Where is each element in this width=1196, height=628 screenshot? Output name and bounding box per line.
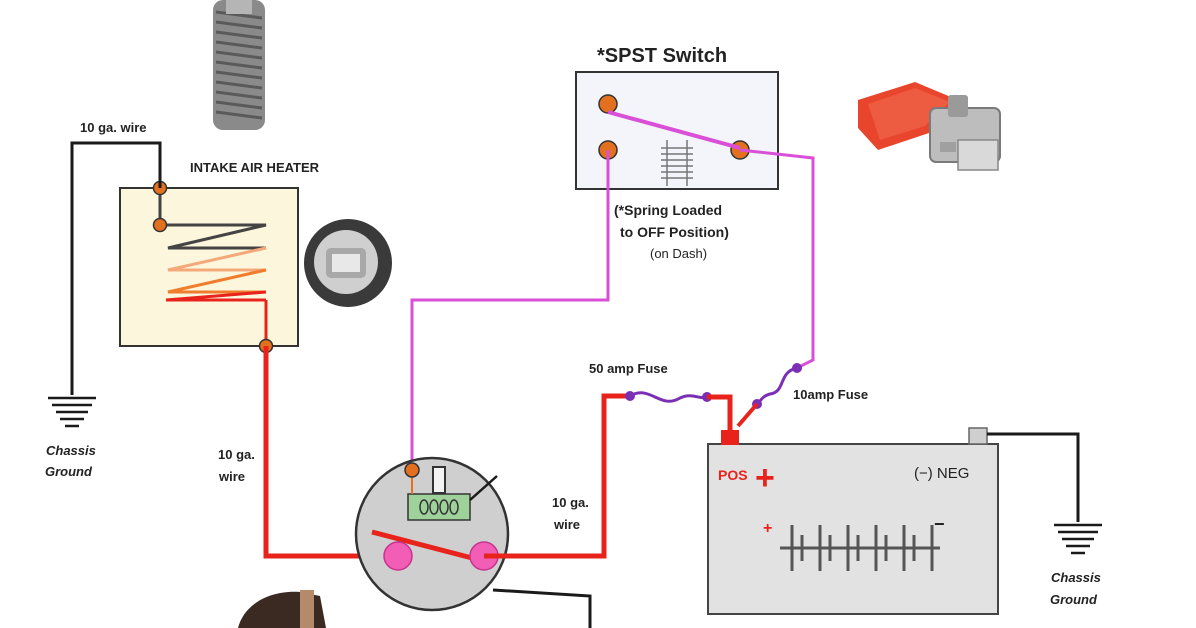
fuse-10-amp	[752, 363, 802, 409]
on-dash-label: (on Dash)	[650, 246, 707, 261]
cell-minus-label: −	[934, 514, 945, 534]
spst-switch	[575, 71, 779, 190]
fuse-50-amp	[625, 391, 712, 403]
ground-wire-left	[70, 141, 162, 395]
red-wire-heater	[263, 346, 398, 559]
wire-mid-label-1: 10 ga.	[552, 495, 589, 510]
solenoid-relay	[354, 456, 510, 612]
relay-control-terminal	[404, 462, 420, 478]
spst-switch-label: *SPST Switch	[597, 45, 727, 67]
chassis-ground-left-icon	[48, 396, 96, 428]
ground-wire-right	[987, 432, 1080, 522]
magenta-wire-switch-to-fuse	[739, 148, 815, 370]
wire-top-label: 10 ga. wire	[80, 120, 146, 135]
chassis-ground-right-icon	[1054, 523, 1102, 555]
chassis-ground-right-label-1: Chassis	[1051, 570, 1101, 585]
wire-mid-label-2: wire	[553, 517, 580, 532]
intake-air-heater	[119, 180, 299, 354]
red-wire-battery	[484, 393, 630, 559]
fuse-50-label: 50 amp Fuse	[589, 361, 668, 376]
magenta-wire-switch-to-relay	[410, 150, 610, 470]
switch-terminal-top	[598, 94, 618, 114]
red-wire-fuse-to-pos	[707, 394, 733, 432]
wire-left-label-2: wire	[218, 469, 245, 484]
battery-pos-terminal	[721, 430, 739, 445]
heater-terminal-mid	[152, 217, 168, 233]
battery-pos-label: POS	[718, 467, 748, 483]
off-position-label: to OFF Position)	[620, 224, 729, 240]
cell-plus-label: +	[763, 520, 772, 537]
spring-icon	[661, 140, 693, 186]
relay-contact-left	[383, 541, 413, 571]
heater-element-photo	[213, 0, 265, 130]
wire-left-label-1: 10 ga.	[218, 447, 255, 462]
starter-photo	[238, 590, 326, 628]
fuse-10-label: 10amp Fuse	[793, 387, 868, 402]
battery-neg-label: (−) NEG	[914, 465, 969, 482]
intake-air-heater-label: INTAKE AIR HEATER	[190, 160, 320, 175]
battery-pos-symbol: +	[755, 459, 775, 497]
heater-photo	[304, 219, 392, 307]
chassis-ground-left-label-2: Ground	[45, 464, 93, 479]
toggle-switch-photo	[858, 82, 1001, 171]
battery-neg-terminal	[968, 427, 988, 445]
battery	[707, 427, 999, 615]
red-wire-10a-to-pos	[736, 402, 759, 428]
chassis-ground-left-label-1: Chassis	[46, 443, 96, 458]
spring-loaded-label: (*Spring Loaded	[614, 202, 722, 218]
chassis-ground-right-label-2: Ground	[1050, 592, 1098, 607]
relay-ground-wire	[492, 588, 592, 628]
